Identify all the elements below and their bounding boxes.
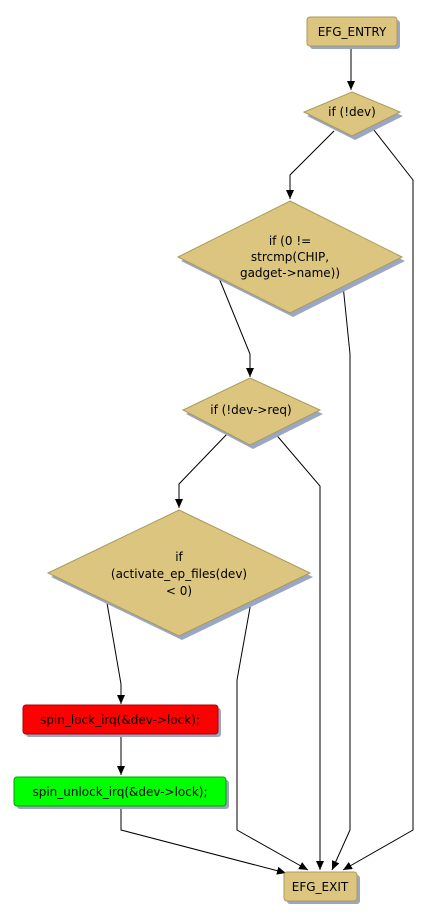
edge-if-strcmp-to-if-req [218,277,254,377]
node-spin-unlock: spin_unlock_irq(&dev->lock); [13,776,229,809]
edges [106,46,414,875]
edge-if-dev-to-exit [342,124,414,871]
node-if-dev-label: if (!dev) [328,105,376,119]
edge-spin-unlock-to-exit [120,806,287,875]
node-if-activate-line-2: (activate_ep_files(dev) [111,567,247,581]
node-entry-label: EFG_ENTRY [318,25,387,39]
edge-if-activate-to-spin-lock [106,602,125,704]
node-exit-label: EFG_EXIT [292,880,349,894]
node-if-strcmp: if (0 != strcmp(CHIP, gadget->name)) [176,200,405,317]
edge-if-strcmp-to-exit [331,284,351,871]
edge-if-req-to-if-activate [175,432,229,508]
node-if-activate: if (activate_ep_files(dev) < 0) [46,509,313,640]
node-spin-lock-label: spin_lock_irq(&dev->lock); [40,713,200,727]
edge-if-req-to-exit [272,430,324,870]
node-if-dev: if (!dev) [302,91,403,140]
node-if-activate-line-1: if [175,550,183,564]
node-if-strcmp-line-2: strcmp(CHIP, [251,250,329,264]
node-if-strcmp-line-3: gadget->name)) [240,266,340,280]
node-if-strcmp-line-1: if (0 != [269,234,311,248]
node-exit: EFG_EXIT [283,871,360,904]
edge-if-activate-to-exit [236,601,309,871]
node-entry: EFG_ENTRY [306,16,400,49]
node-spin-unlock-label: spin_unlock_irq(&dev->lock); [32,785,207,799]
node-if-req: if (!dev->req) [181,377,323,449]
node-if-activate-line-3: < 0) [166,584,192,598]
edge-if-dev-to-if-strcmp [286,130,335,199]
node-spin-lock: spin_lock_irq(&dev->lock); [22,704,221,737]
node-if-req-label: if (!dev->req) [210,403,291,417]
